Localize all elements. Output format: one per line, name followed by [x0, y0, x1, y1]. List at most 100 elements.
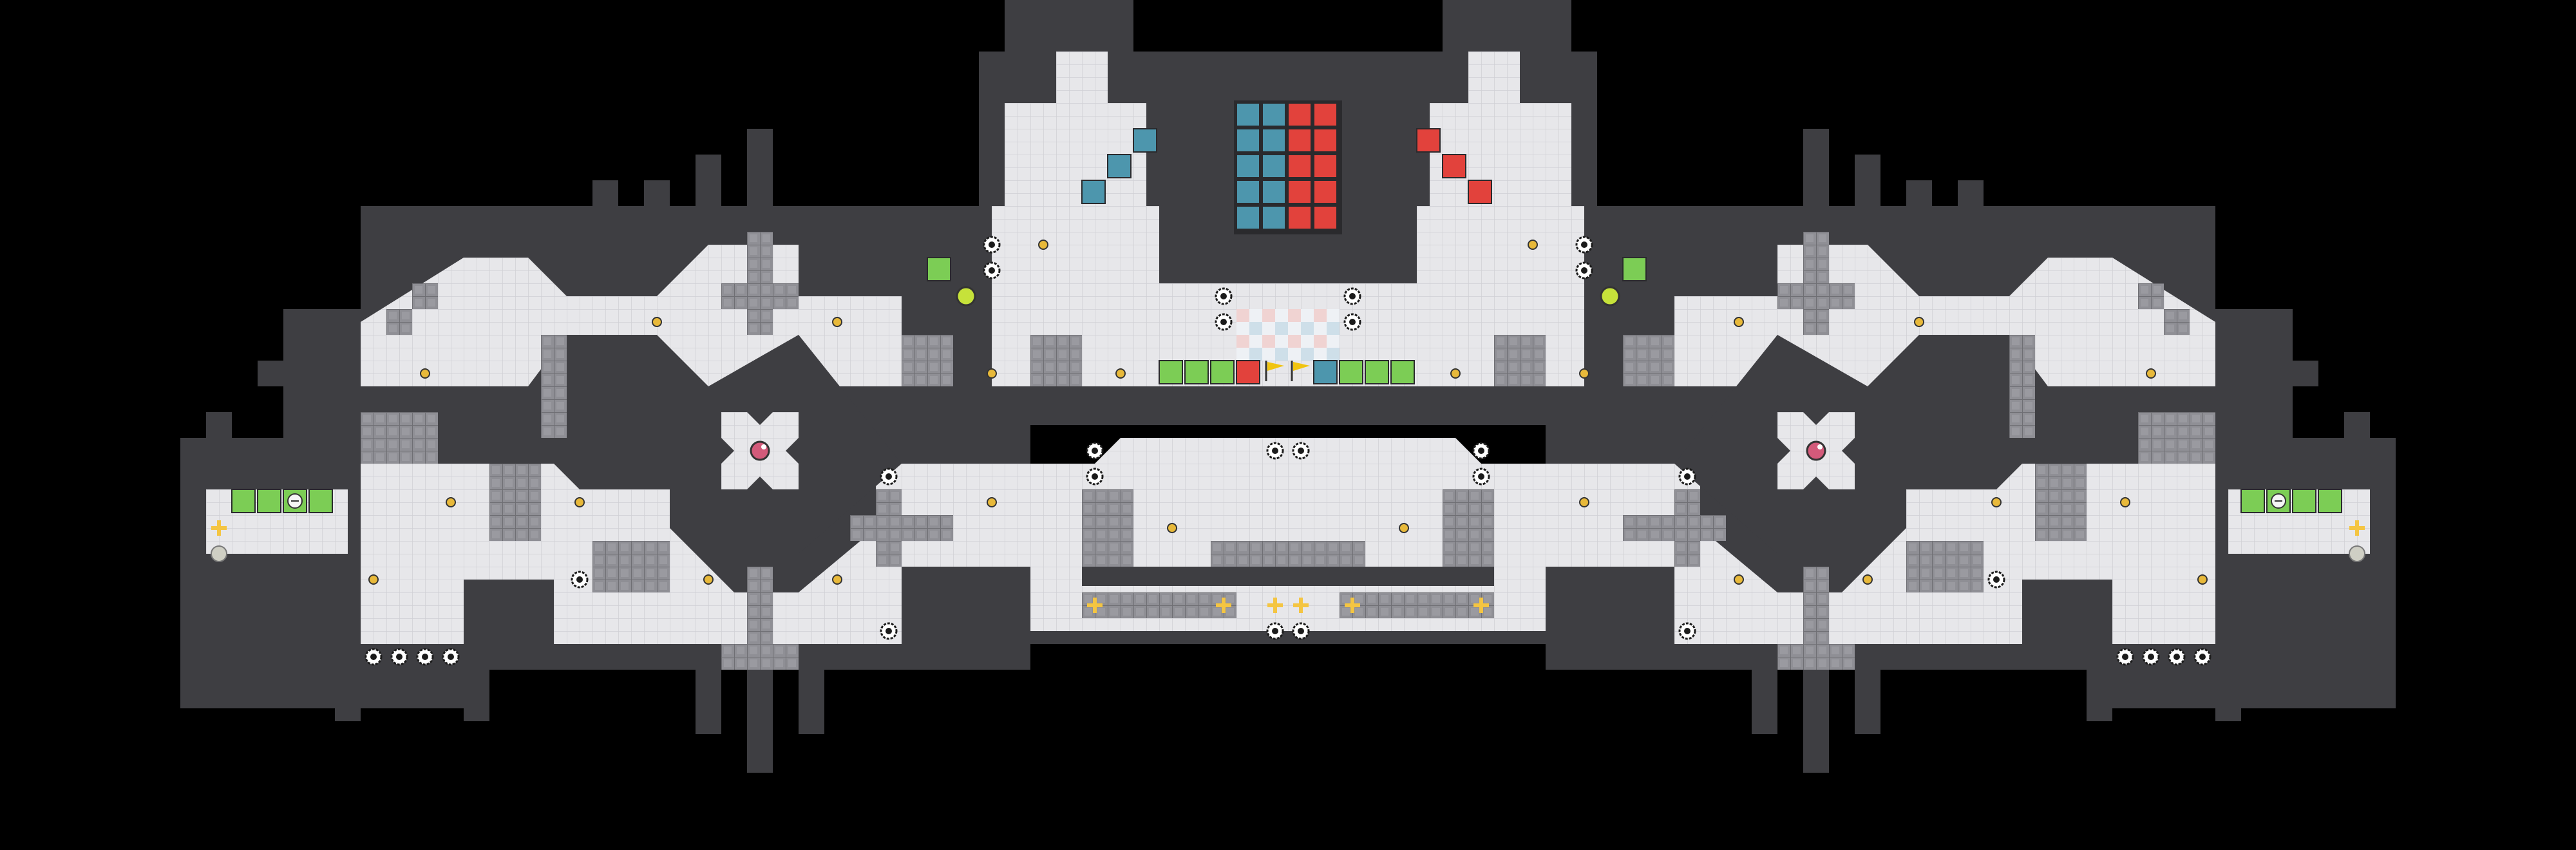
coin-icon [2146, 368, 2156, 379]
coin-icon [2120, 497, 2130, 507]
gear-cannon-icon [1575, 236, 1593, 254]
wall-crenellations [180, 0, 2396, 773]
gear-cannon-icon [1292, 442, 1310, 460]
coin-icon [446, 497, 456, 507]
coin-icon [832, 317, 842, 327]
flag-icon [1265, 361, 1284, 381]
plus-marker-icon [1345, 598, 1360, 613]
plus-marker-icon [1473, 598, 1489, 613]
plus-marker-icon [1216, 598, 1231, 613]
red-block [1313, 180, 1338, 204]
gear-cannon-icon [983, 261, 1001, 279]
bug-icon [1806, 440, 1826, 461]
gear-cannon-icon [1343, 313, 1361, 331]
plus-markers [211, 520, 2365, 613]
gear-cannon-icon [1266, 442, 1284, 460]
coin-icon [1991, 497, 2002, 507]
coin-icon [1579, 368, 1589, 379]
coin-icon [703, 574, 714, 585]
gear-cannon-icon [1215, 287, 1233, 305]
face-block-icon [2266, 489, 2291, 513]
coin-icon [1450, 368, 1461, 379]
coin-icon [1734, 574, 1744, 585]
coin-icon [832, 574, 842, 585]
gear-cannon-icon [1678, 468, 1696, 486]
red-block [1313, 205, 1338, 230]
red-block [1287, 102, 1312, 127]
plus-marker-icon [1267, 598, 1283, 613]
color-block-grid [1234, 100, 1342, 234]
plus-marker-icon [2349, 520, 2365, 536]
gear-cannon-icon [1987, 571, 2005, 589]
gear-cannon-icon [1215, 313, 1233, 331]
green-blocks [231, 257, 2342, 513]
red-block [1313, 102, 1338, 127]
gear-cannon-icon [880, 622, 898, 640]
gear-cannon-icon [1292, 622, 1310, 640]
plus-marker-icon [1087, 598, 1103, 613]
red-block [1287, 154, 1312, 178]
coin-icon [1038, 240, 1048, 250]
orb-icon [2349, 545, 2365, 562]
coin-icon [2197, 574, 2208, 585]
blue-block [1262, 102, 1286, 127]
red-block [1313, 128, 1338, 153]
coin-icon [1528, 240, 1538, 250]
blue-block [1262, 128, 1286, 153]
coin-icon [420, 368, 430, 379]
blue-block [1313, 360, 1338, 384]
coin-icon [987, 497, 997, 507]
blue-block [1236, 180, 1260, 204]
gear-cannon-icon [365, 648, 383, 666]
blue-block [1236, 128, 1260, 153]
coin-icon [1862, 574, 1873, 585]
coin-icon [1399, 523, 1409, 533]
coin-icon [1167, 523, 1177, 533]
gear-cannon-icon [1678, 622, 1696, 640]
red-block [1313, 154, 1338, 178]
orb-icon [211, 545, 227, 562]
coin-icon [1914, 317, 1924, 327]
blue-block [1236, 102, 1260, 127]
gear-cannon-icon [1472, 442, 1490, 460]
gear-cannon-icon [880, 468, 898, 486]
coin-icon [987, 368, 997, 379]
coin-icon [368, 574, 379, 585]
gear-cannon-icon [2168, 648, 2186, 666]
orb-icon [1600, 286, 1620, 307]
orb-icon [956, 286, 976, 307]
gear-cannon-icon [1472, 468, 1490, 486]
metal-blocks [361, 232, 2215, 670]
red-block [1236, 360, 1260, 384]
stair-blocks [1081, 128, 1492, 204]
gear-cannon-icon [390, 648, 408, 666]
coin-icon [1579, 497, 1589, 507]
flag-icon [1291, 361, 1310, 381]
red-block [1287, 180, 1312, 204]
coin-icon [574, 497, 585, 507]
blue-block [1262, 205, 1286, 230]
bug-icon [750, 440, 770, 461]
gear-cannon-icon [1575, 261, 1593, 279]
coin-icon [1115, 368, 1126, 379]
coin-icon [652, 317, 662, 327]
gear-cannon-icon [983, 236, 1001, 254]
coins [368, 240, 2208, 585]
gear-cannon-icon [442, 648, 460, 666]
face-block-icon [283, 489, 307, 513]
gear-cannon-icon [2116, 648, 2134, 666]
plus-marker-icon [211, 520, 227, 536]
blue-block [1262, 180, 1286, 204]
gear-cannon-icon [1343, 287, 1361, 305]
goal-checker-zone [1236, 309, 1340, 361]
blue-block [1236, 154, 1260, 178]
gear-cannon-icon [1086, 468, 1104, 486]
red-block [1287, 128, 1312, 153]
blue-block [1262, 154, 1286, 178]
gear-cannon-icon [1266, 622, 1284, 640]
gear-cannon-icon [571, 571, 589, 589]
corridor-walls [438, 52, 2138, 586]
coin-icon [1734, 317, 1744, 327]
gear-cannon-icon [2193, 648, 2211, 666]
